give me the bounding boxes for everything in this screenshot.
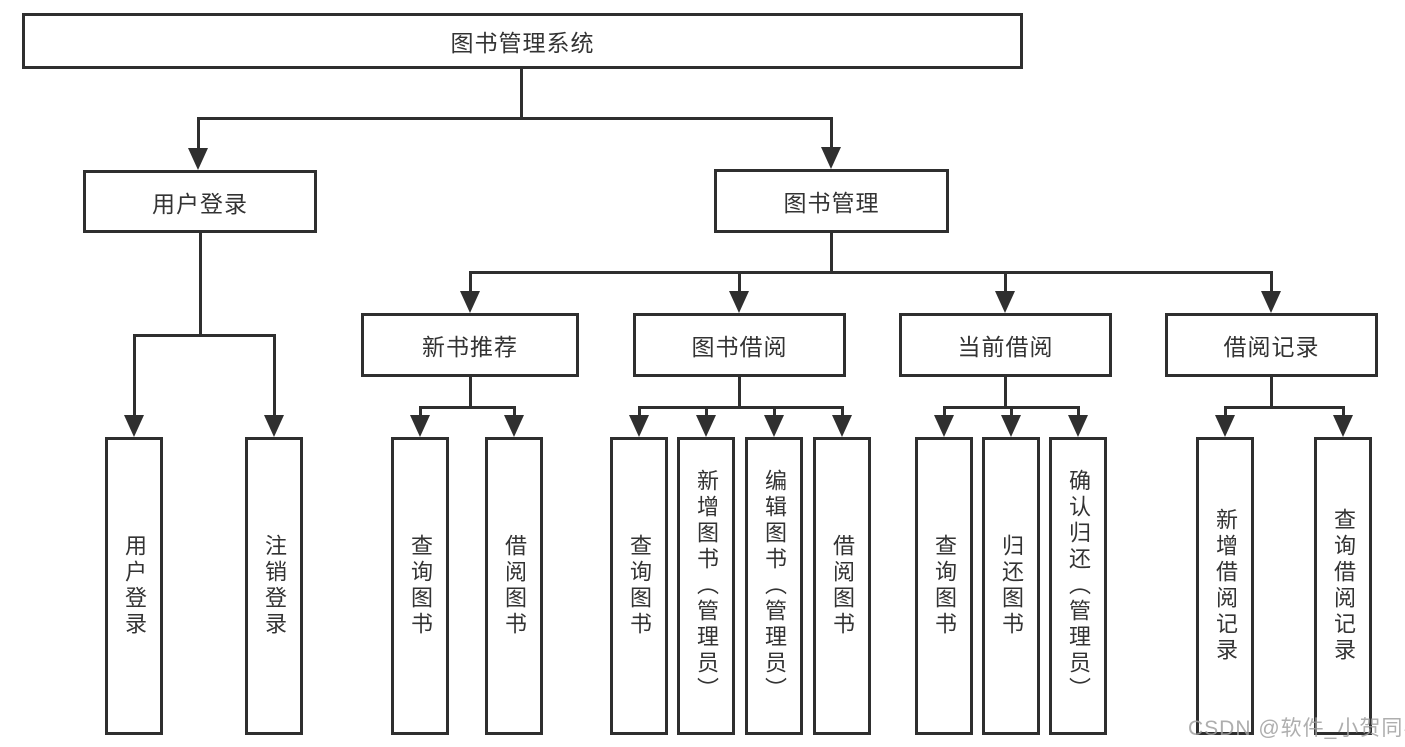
connector-l3-stem bbox=[1270, 271, 1273, 293]
connector-leaf-stem bbox=[773, 406, 776, 418]
leaf-label: 注销登录 bbox=[262, 534, 287, 638]
connector-book-mgmt-stem bbox=[830, 117, 833, 149]
connector-leaf-stem bbox=[1010, 406, 1013, 418]
node-label: 借阅记录 bbox=[1223, 334, 1320, 360]
arrow-down-icon bbox=[1261, 291, 1281, 313]
connector-leaf-stem bbox=[1077, 406, 1080, 418]
leaf-label: 归还图书 bbox=[999, 534, 1024, 638]
leaf-label: 查询借阅记录 bbox=[1331, 508, 1356, 664]
leaf-query-book: 查询图书 bbox=[915, 437, 973, 735]
connector-book-mgmt-split bbox=[469, 271, 1272, 274]
leaf-add-book-admin: 新增图书（管理员） bbox=[677, 437, 735, 735]
connector-leaf-stem bbox=[841, 406, 844, 418]
arrow-down-icon bbox=[264, 415, 284, 437]
node-book-borrow: 图书借阅 bbox=[633, 313, 846, 377]
connector-l3-stem bbox=[738, 271, 741, 293]
leaf-label: 新增图书（管理员） bbox=[694, 469, 719, 703]
connector-leaf-stem bbox=[513, 406, 516, 418]
arrow-down-icon bbox=[460, 291, 480, 313]
leaf-edit-book-admin: 编辑图书（管理员） bbox=[745, 437, 803, 735]
leaf-label: 查询图书 bbox=[932, 534, 957, 638]
connector-leaf-stem bbox=[419, 406, 422, 418]
connector-record-split bbox=[1224, 406, 1344, 409]
leaf-borrow-book: 借阅图书 bbox=[485, 437, 543, 735]
node-user-login: 用户登录 bbox=[83, 170, 317, 233]
connector-current-down bbox=[1004, 376, 1007, 409]
connector-leaf-stem bbox=[638, 406, 641, 418]
watermark: CSDN @软件_小贺同学 bbox=[1188, 717, 1405, 740]
arrow-down-icon bbox=[764, 415, 784, 437]
node-new-book-recommend: 新书推荐 bbox=[361, 313, 579, 377]
leaf-label: 查询图书 bbox=[408, 534, 433, 638]
arrow-down-icon bbox=[1333, 415, 1353, 437]
leaf-label: 查询图书 bbox=[627, 534, 652, 638]
node-book-management: 图书管理 bbox=[714, 169, 949, 233]
connector-borrow-down bbox=[738, 376, 741, 409]
arrow-down-icon bbox=[124, 415, 144, 437]
leaf-query-book: 查询图书 bbox=[391, 437, 449, 735]
arrow-down-icon bbox=[410, 415, 430, 437]
leaf-label: 借阅图书 bbox=[502, 534, 527, 638]
connector-user-login-down bbox=[199, 231, 202, 336]
leaf-user-login: 用户登录 bbox=[105, 437, 163, 735]
node-label: 图书管理 bbox=[783, 190, 880, 216]
arrow-down-icon bbox=[1215, 415, 1235, 437]
arrow-down-icon bbox=[696, 415, 716, 437]
arrow-down-icon bbox=[188, 148, 208, 170]
arrow-down-icon bbox=[504, 415, 524, 437]
node-borrow-record: 借阅记录 bbox=[1165, 313, 1378, 377]
leaf-return-book: 归还图书 bbox=[982, 437, 1040, 735]
connector-user-login-split bbox=[133, 334, 275, 337]
connector-leaf-stem bbox=[133, 334, 136, 417]
connector-record-down bbox=[1270, 376, 1273, 409]
connector-leaf-stem bbox=[1342, 406, 1345, 418]
leaf-borrow-book: 借阅图书 bbox=[813, 437, 871, 735]
arrow-down-icon bbox=[1001, 415, 1021, 437]
node-library-system: 图书管理系统 bbox=[22, 13, 1023, 69]
connector-borrow-split bbox=[638, 406, 843, 409]
leaf-label: 借阅图书 bbox=[830, 534, 855, 638]
leaf-label: 编辑图书（管理员） bbox=[762, 469, 787, 703]
leaf-confirm-return-admin: 确认归还（管理员） bbox=[1049, 437, 1107, 735]
node-label: 当前借阅 bbox=[957, 334, 1054, 360]
leaf-label: 用户登录 bbox=[122, 534, 147, 638]
connector-leaf-stem bbox=[1224, 406, 1227, 418]
arrow-down-icon bbox=[832, 415, 852, 437]
leaf-query-book: 查询图书 bbox=[610, 437, 668, 735]
connector-book-mgmt-down bbox=[830, 232, 833, 273]
arrow-down-icon bbox=[821, 147, 841, 169]
connector-l3-stem bbox=[469, 271, 472, 293]
connector-user-login-stem bbox=[197, 117, 200, 150]
node-label: 用户登录 bbox=[152, 190, 248, 217]
leaf-label: 新增借阅记录 bbox=[1213, 508, 1238, 664]
connector-l3-stem bbox=[1004, 271, 1007, 293]
leaf-add-borrow-record: 新增借阅记录 bbox=[1196, 437, 1254, 735]
connector-leaf-stem bbox=[273, 334, 276, 417]
connector-root-stem bbox=[520, 68, 523, 119]
node-label: 新书推荐 bbox=[422, 334, 518, 360]
arrow-down-icon bbox=[729, 291, 749, 313]
connector-newbook-down bbox=[469, 376, 472, 409]
connector-leaf-stem bbox=[943, 406, 946, 418]
leaf-label: 确认归还（管理员） bbox=[1066, 469, 1091, 703]
connector-newbook-split bbox=[419, 406, 515, 409]
connector-root-split bbox=[197, 117, 833, 120]
arrow-down-icon bbox=[995, 291, 1015, 313]
arrow-down-icon bbox=[629, 415, 649, 437]
leaf-logout: 注销登录 bbox=[245, 437, 303, 735]
connector-leaf-stem bbox=[705, 406, 708, 418]
arrow-down-icon bbox=[1068, 415, 1088, 437]
node-current-borrow: 当前借阅 bbox=[899, 313, 1112, 377]
node-label: 图书管理系统 bbox=[450, 30, 595, 56]
node-label: 图书借阅 bbox=[691, 334, 788, 360]
arrow-down-icon bbox=[934, 415, 954, 437]
leaf-query-borrow-record: 查询借阅记录 bbox=[1314, 437, 1372, 735]
